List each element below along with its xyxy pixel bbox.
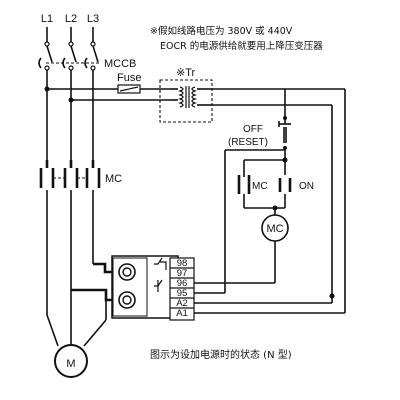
phase-label-l2: L2 <box>65 13 77 25</box>
transformer-label: ※Tr <box>176 67 196 79</box>
terminal-97: 97 <box>177 268 188 279</box>
phase-label-l1: L1 <box>41 13 53 25</box>
fuse-symbol <box>117 84 141 94</box>
terminal-98: 98 <box>177 258 188 269</box>
diagram-caption: 图示为设加电源时的状态 (N 型) <box>150 348 292 361</box>
fuse-label: Fuse <box>117 72 141 84</box>
mc-aux-contact <box>237 175 251 194</box>
off-reset-button <box>278 116 291 150</box>
step-down-transformer <box>159 79 213 123</box>
mc-main-contacts <box>39 160 101 188</box>
terminal-a2: A2 <box>176 298 188 309</box>
eocr-relay <box>111 255 195 321</box>
motor-label: M <box>66 358 75 370</box>
off-label: OFF <box>243 124 263 135</box>
mc-coil-label: MC <box>266 223 283 235</box>
on-label: ON <box>299 181 314 192</box>
mccb-label: MCCB <box>104 58 136 70</box>
terminal-a1: A1 <box>176 308 188 319</box>
motor <box>54 344 88 378</box>
terminal-96: 96 <box>177 278 188 289</box>
note-line-1: ※假如线路电压为 380V 或 440V <box>150 25 293 37</box>
on-button <box>278 178 292 192</box>
terminal-95: 95 <box>177 288 188 299</box>
reset-label: (RESET) <box>228 137 268 148</box>
phase-label-l3: L3 <box>87 13 99 25</box>
mccb-breaker <box>38 27 99 71</box>
mc-main-label: MC <box>105 173 122 185</box>
note-line-2: EOCR 的电源供给就要用上降压变压器 <box>160 40 323 52</box>
mc-aux-label: MC <box>252 181 268 192</box>
